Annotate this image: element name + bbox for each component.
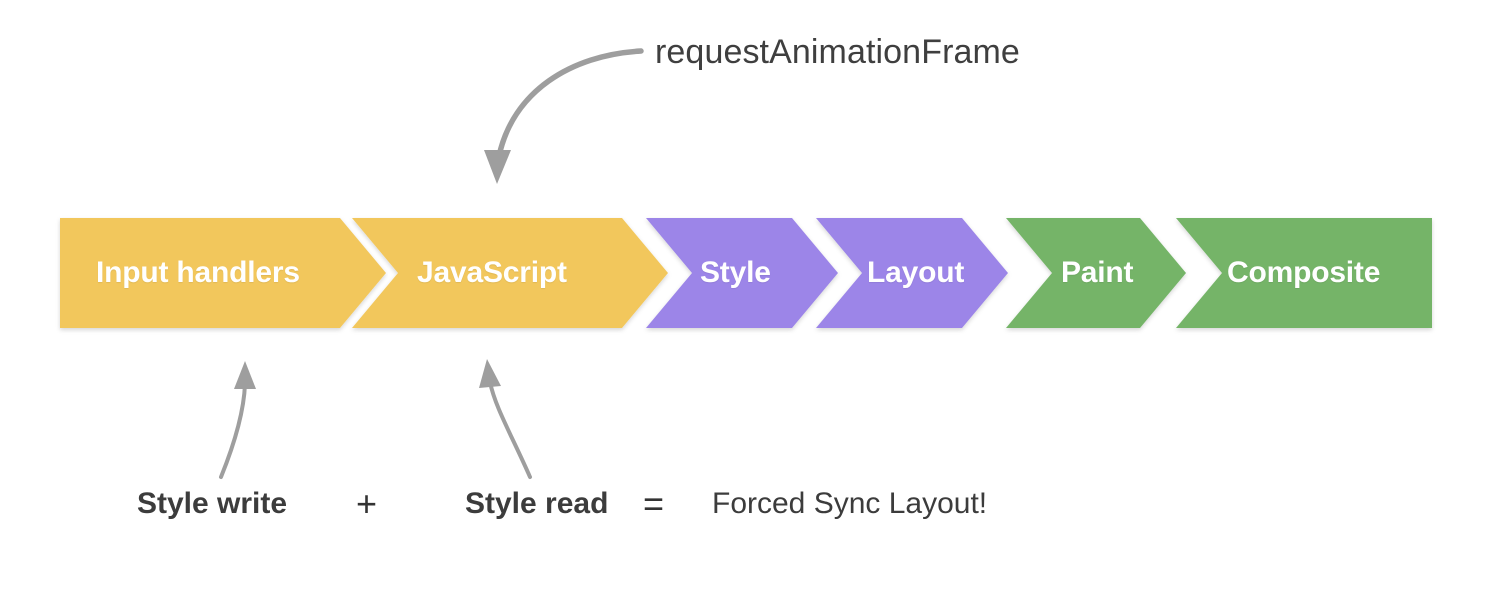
equation-operator-equals: =: [643, 483, 665, 524]
segment-style[interactable]: Style: [700, 218, 771, 328]
segment-label-javascript: JavaScript: [417, 256, 567, 289]
pipeline: Input handlers JavaScript Style Layout P…: [60, 218, 1432, 328]
segment-input-handlers[interactable]: Input handlers: [96, 218, 300, 328]
segment-label-paint: Paint: [1061, 256, 1134, 289]
request-animation-frame-label: requestAnimationFrame: [655, 33, 1020, 71]
equation-result-forced-sync-layout: Forced Sync Layout!: [712, 487, 988, 520]
equation-term-style-write: Style write: [137, 487, 288, 520]
segment-label-style: Style: [700, 256, 771, 289]
equation-operator-plus: +: [356, 483, 378, 524]
segment-composite[interactable]: Composite: [1227, 218, 1380, 328]
equation-term-style-read: Style read: [465, 487, 609, 520]
raf-arrow-icon: [484, 48, 644, 184]
equation-row: Style write + Style read = Forced Sync L…: [0, 481, 1496, 527]
segment-paint[interactable]: Paint: [1061, 218, 1134, 328]
segment-javascript[interactable]: JavaScript: [417, 218, 567, 328]
segment-label-composite: Composite: [1227, 256, 1381, 289]
segment-label-input-handlers: Input handlers: [96, 256, 300, 289]
segment-label-layout: Layout: [867, 256, 965, 289]
style-read-arrow-icon: [479, 359, 532, 479]
segment-layout[interactable]: Layout: [867, 218, 964, 328]
style-write-arrow-icon: [219, 361, 256, 479]
